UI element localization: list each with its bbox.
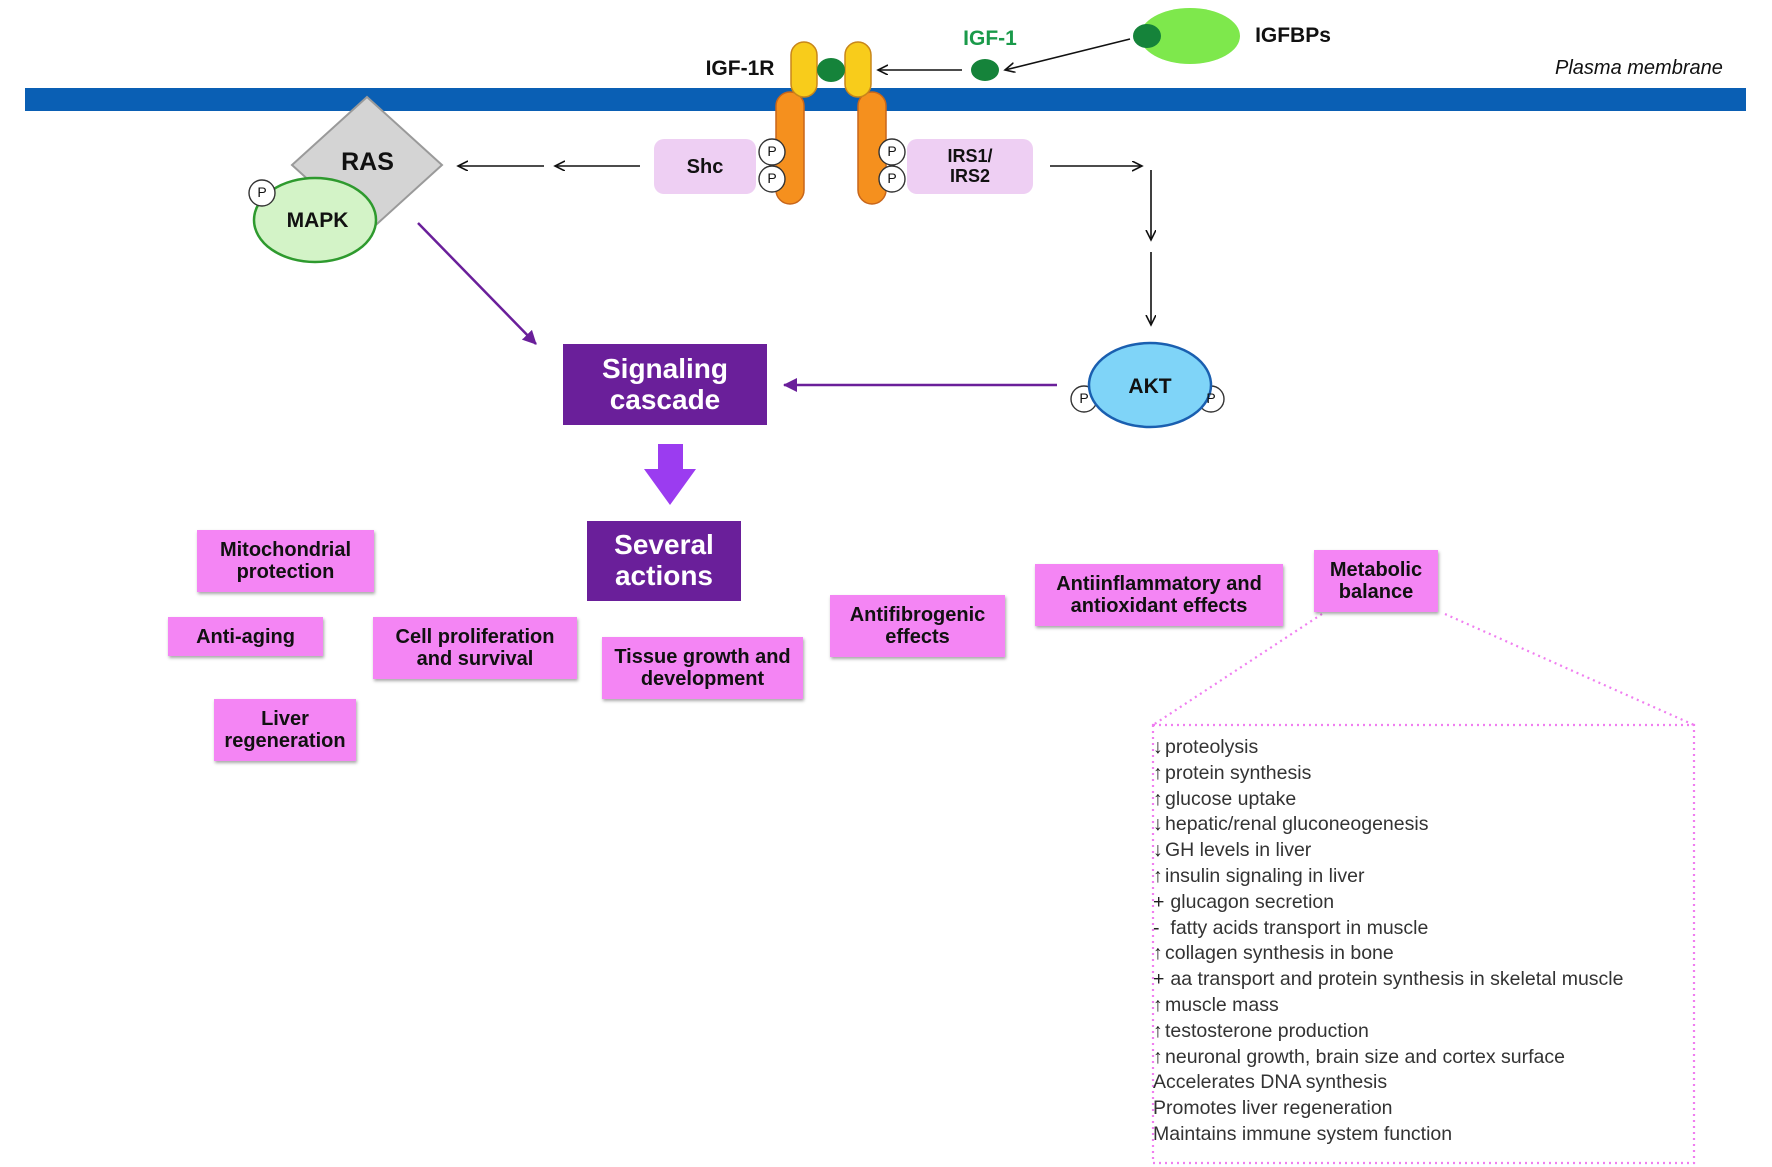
- effect-text: protein synthesis: [1165, 761, 1312, 784]
- effect-direction-mark: ↑: [1153, 1045, 1163, 1068]
- effect-direction-mark: ↑: [1153, 761, 1163, 784]
- effect-direction-mark: +: [1153, 968, 1165, 991]
- effect-direction-mark: ↑: [1153, 993, 1163, 1016]
- action-antiinflammatory: Antiinflammatory and antioxidant effects: [1035, 564, 1283, 626]
- igf1-label: IGF-1: [963, 27, 1017, 51]
- metabolic-effect-item: Accelerates DNA synthesis: [1153, 1070, 1693, 1096]
- phospho-circle: [878, 138, 906, 166]
- shc-adaptor: Shc: [654, 139, 756, 194]
- effect-text: muscle mass: [1165, 993, 1279, 1016]
- igf1-ligand-dot: [971, 59, 999, 81]
- phospho-circle: [248, 179, 276, 207]
- phospho-label: P: [767, 170, 777, 187]
- igf1r-receptor: [775, 41, 887, 205]
- effect-text: glucose uptake: [1165, 787, 1297, 810]
- igfbp-ellipse: [1140, 8, 1240, 64]
- irs-adaptor: IRS1/ IRS2: [907, 139, 1033, 194]
- effect-direction-mark: ↑: [1153, 864, 1163, 887]
- metabolic-effect-item: Maintains immune system function: [1153, 1122, 1693, 1148]
- action-metabolic-balance: Metabolic balance: [1314, 550, 1438, 612]
- metabolic-effect-item: ↓GH levels in liver: [1153, 838, 1693, 864]
- effect-direction-mark: ↑: [1153, 1019, 1163, 1042]
- effect-text: hepatic/renal gluconeogenesis: [1165, 813, 1429, 836]
- metabolic-effect-item: ↑protein synthesis: [1153, 761, 1693, 787]
- effect-text: Accelerates DNA synthesis: [1153, 1071, 1388, 1094]
- effect-text: insulin signaling in liver: [1165, 864, 1365, 887]
- phospho-groups: [248, 138, 1225, 413]
- metabolic-effect-item: ↑glucose uptake: [1153, 787, 1693, 813]
- effect-text: Promotes liver regeneration: [1153, 1097, 1393, 1120]
- metabolic-effect-item: Promotes liver regeneration: [1153, 1096, 1693, 1122]
- arrow-mapk-to-cascade: [417, 222, 537, 345]
- effect-text: neuronal growth, brain size and cortex s…: [1165, 1045, 1565, 1068]
- bound-igf1-dot: [817, 58, 845, 82]
- mapk-label: MAPK: [286, 209, 349, 233]
- mapk-ellipse: [252, 176, 378, 264]
- effect-text: fatty acids transport in muscle: [1165, 916, 1429, 939]
- several-actions-box: Several actions: [587, 521, 741, 601]
- phospho-label: P: [1206, 390, 1216, 407]
- phospho-circle: [758, 165, 786, 193]
- effect-direction-mark: ↑: [1153, 787, 1163, 810]
- effect-text: testosterone production: [1165, 1019, 1369, 1042]
- metabolic-expansion: [1151, 612, 1696, 1165]
- akt-label: AKT: [1128, 375, 1172, 399]
- effect-direction-mark: ↓: [1153, 839, 1163, 862]
- phospho-circle: [758, 138, 786, 166]
- signaling-cascade-box: Signaling cascade: [563, 344, 767, 425]
- metabolic-effect-item: ↑muscle mass: [1153, 993, 1693, 1019]
- action-cell-proliferation: Cell proliferation and survival: [373, 617, 577, 679]
- phospho-label: P: [257, 184, 267, 201]
- metabolic-effect-item: + glucagon secretion: [1153, 890, 1693, 916]
- effect-direction-mark: ↓: [1153, 736, 1163, 758]
- action-anti-aging: Anti-aging: [168, 617, 323, 656]
- metabolic-effect-item: ↓hepatic/renal gluconeogenesis: [1153, 812, 1693, 838]
- effect-text: proteolysis: [1165, 736, 1259, 758]
- arrow-igfbp-to-igf1: [1005, 38, 1131, 70]
- expansion-line-right: [1444, 612, 1695, 727]
- plasma-membrane: [25, 88, 1746, 111]
- action-tissue-growth: Tissue growth and development: [602, 637, 803, 699]
- effect-direction-mark: -: [1153, 916, 1160, 939]
- membrane-label: Plasma membrane: [1555, 57, 1723, 79]
- expansion-line-left: [1152, 613, 1323, 726]
- phospho-label: P: [887, 143, 897, 160]
- receptor-label: IGF-1R: [705, 57, 775, 81]
- effect-text: collagen synthesis in bone: [1165, 942, 1394, 965]
- phospho-label: P: [767, 143, 777, 160]
- effect-direction-mark: ↑: [1153, 942, 1163, 965]
- effect-text: Maintains immune system function: [1153, 1122, 1453, 1145]
- action-antifibrogenic: Antifibrogenic effects: [830, 595, 1005, 657]
- metabolic-effect-item: + aa transport and protein synthesis in …: [1153, 967, 1693, 993]
- effect-direction-mark: +: [1153, 890, 1165, 913]
- metabolic-effect-item: ↑testosterone production: [1153, 1019, 1693, 1045]
- metabolic-effect-item: ↑collagen synthesis in bone: [1153, 941, 1693, 967]
- effect-text: aa transport and protein synthesis in sk…: [1165, 968, 1624, 991]
- phospho-circle: [878, 165, 906, 193]
- metabolic-effect-item: ↑neuronal growth, brain size and cortex …: [1153, 1045, 1693, 1071]
- metabolic-effect-item: - fatty acids transport in muscle: [1153, 916, 1693, 942]
- action-liver-regeneration: Liver regeneration: [214, 699, 356, 761]
- effect-text: GH levels in liver: [1165, 839, 1312, 862]
- ras-label: RAS: [341, 148, 394, 177]
- effect-direction-mark: ↓: [1153, 813, 1163, 836]
- phospho-label: P: [887, 170, 897, 187]
- arrow-cascade-to-actions: [644, 444, 696, 505]
- action-mitochondrial-protection: Mitochondrial protection: [197, 530, 374, 592]
- phospho-label: P: [1079, 390, 1089, 407]
- metabolic-effect-item: ↑insulin signaling in liver: [1153, 864, 1693, 890]
- receptor-right-alpha: [844, 41, 872, 98]
- metabolic-effects-box: [1151, 723, 1696, 1165]
- metabolic-effect-item: ↓proteolysis: [1153, 735, 1693, 761]
- receptor-left-alpha: [790, 41, 818, 98]
- igfbps-label: IGFBPs: [1255, 24, 1331, 48]
- igfbp-bound-dot: [1133, 24, 1161, 48]
- effect-text: glucagon secretion: [1165, 890, 1335, 913]
- metabolic-effects-list: ↓proteolysis↑protein synthesis↑glucose u…: [1153, 735, 1693, 1148]
- akt-ellipse: [1087, 341, 1213, 429]
